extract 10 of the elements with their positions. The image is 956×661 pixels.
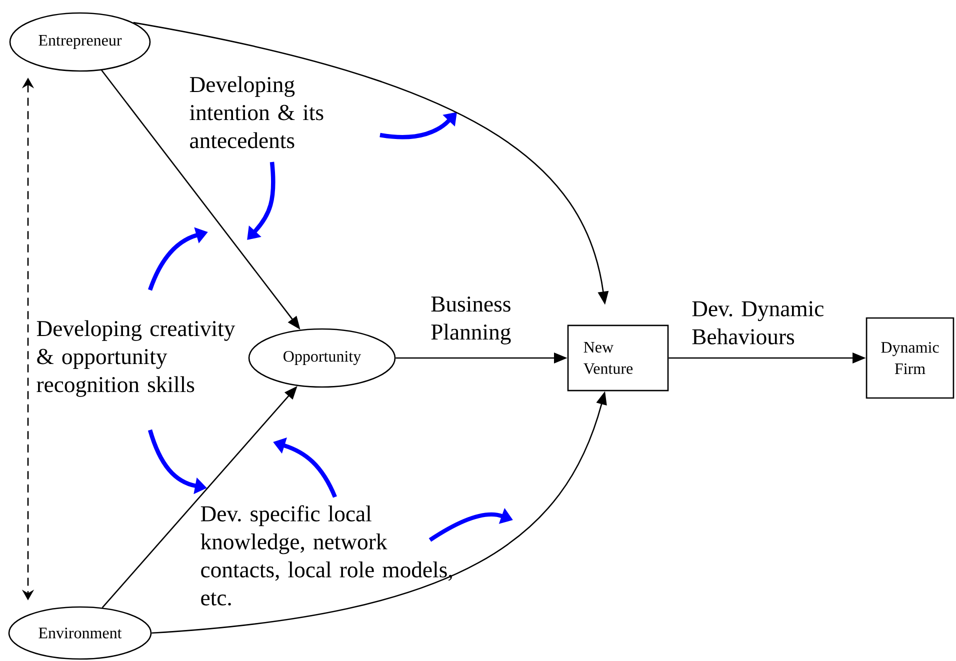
ellipse-node: Opportunity <box>248 328 396 388</box>
edge-label: Dev. Dynamic Behaviours <box>692 301 824 344</box>
ellipse-node: Entrepreneur <box>9 12 151 72</box>
edge-label: Business Planning <box>431 296 511 344</box>
annotation-text: Developing creativity & opportunity recognition skills <box>36 320 236 397</box>
process-box: New Venture <box>567 324 669 392</box>
annotation-text: Developing intention & its antecedents <box>190 76 324 148</box>
ellipse-node: Environment <box>8 606 152 660</box>
process-box: Dynamic Firm <box>866 317 954 399</box>
annotation-text: Dev. specific local knowledge, network contacts, local role models, etc. <box>200 505 452 606</box>
